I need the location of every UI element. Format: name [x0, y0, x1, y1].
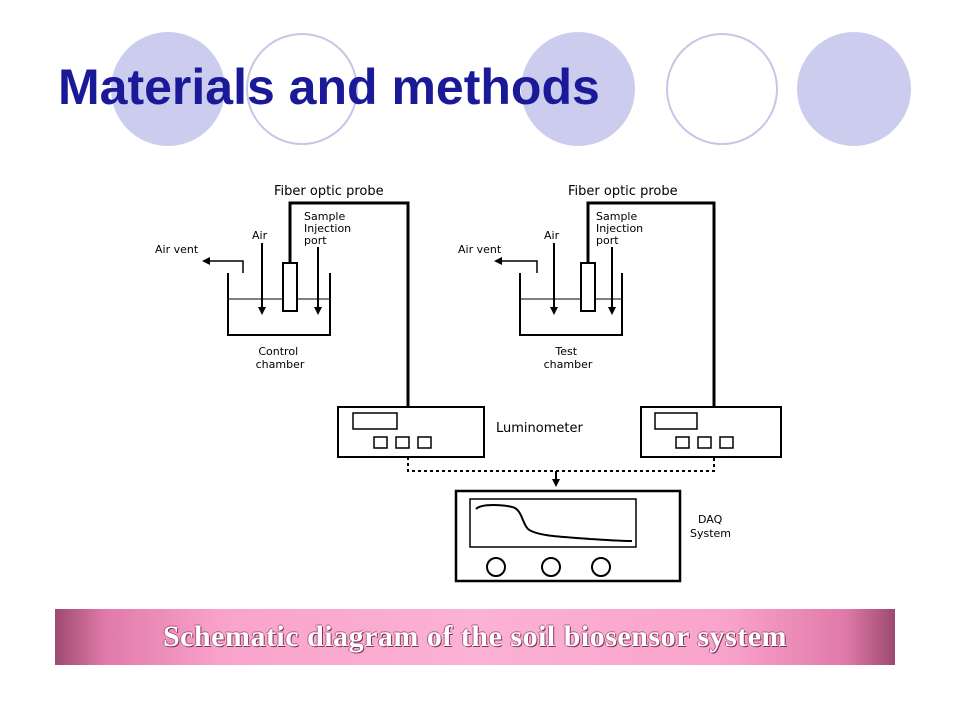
sample-injection-label: Sample Injection port — [596, 210, 647, 247]
deco-circle-outline — [666, 33, 778, 145]
dotted-link — [407, 457, 715, 472]
control-chamber — [227, 273, 331, 336]
air-vent-label: Air vent — [458, 243, 502, 256]
luminometer-display — [352, 412, 398, 430]
daq-knob — [486, 557, 506, 577]
probe-sleeve — [580, 262, 596, 312]
luminometer-button — [417, 436, 432, 449]
test-chamber-label: Test chamber — [544, 345, 593, 371]
air-label: Air — [252, 229, 268, 242]
daq-knob — [541, 557, 561, 577]
control-chamber-label: Control chamber — [256, 345, 305, 371]
probe-sleeve — [282, 262, 298, 312]
air-vent-tube — [202, 257, 244, 273]
daq-label: DAQ System — [690, 513, 731, 540]
luminometer-label: Luminometer — [496, 421, 583, 436]
data-connection — [407, 457, 715, 487]
test-unit: Fiber optic probe Sample Injection port … — [458, 184, 782, 458]
air-vent-tube — [494, 257, 538, 273]
daq-screen — [469, 498, 637, 548]
fiber-optic-probe-label: Fiber optic probe — [568, 184, 678, 199]
deco-circle-filled — [797, 32, 911, 146]
figure-caption: Schematic diagram of the soil biosensor … — [162, 620, 788, 653]
daq-knob — [591, 557, 611, 577]
daq-signal-curve — [475, 504, 633, 542]
slide-title: Materials and methods — [58, 59, 600, 115]
air-label: Air — [544, 229, 560, 242]
caption-bar: Schematic diagram of the soil biosensor … — [55, 609, 895, 665]
luminometer-button — [675, 436, 690, 449]
daq-system: DAQ System — [454, 489, 731, 583]
fiber-optic-cable — [288, 201, 410, 407]
test-chamber — [519, 273, 623, 336]
fiber-optic-probe-label: Fiber optic probe — [274, 184, 384, 199]
biosensor-schematic: Fiber optic probe Sample Injection port … — [155, 184, 782, 583]
luminometer-button — [373, 436, 388, 449]
air-vent-label: Air vent — [155, 243, 199, 256]
decorative-circles — [111, 32, 911, 146]
control-unit: Fiber optic probe Sample Injection port … — [155, 184, 485, 458]
luminometer-button — [719, 436, 734, 449]
fiber-optic-cable — [586, 201, 716, 407]
sample-injection-label: Sample Injection port — [304, 210, 355, 247]
deco-circle-outline — [246, 33, 358, 145]
deco-circle-filled — [521, 32, 635, 146]
luminometer-button — [395, 436, 410, 449]
deco-circle-filled — [111, 32, 225, 146]
luminometer-display — [654, 412, 698, 430]
luminometer-button — [697, 436, 712, 449]
